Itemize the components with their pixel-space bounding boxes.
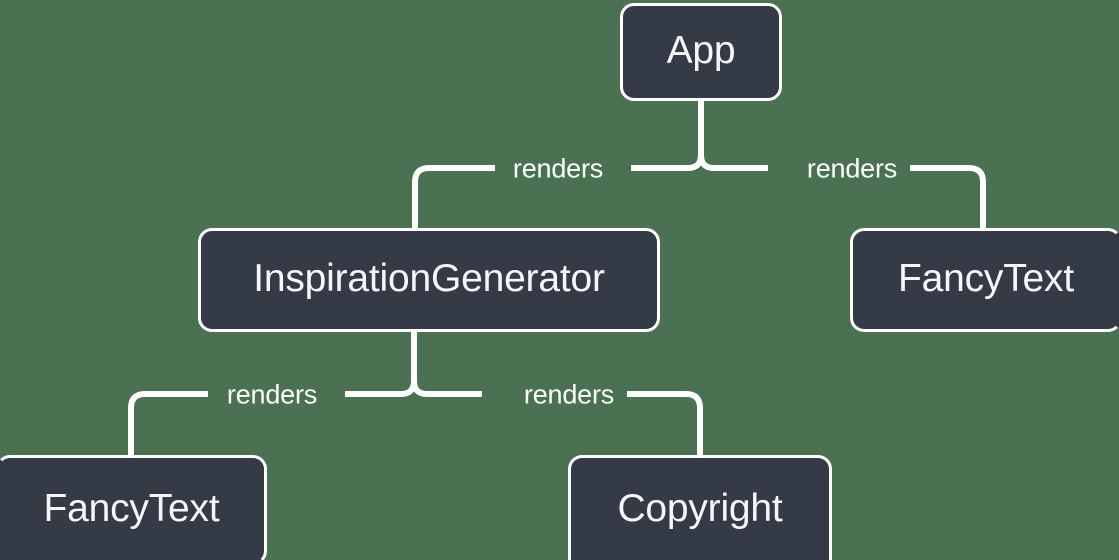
edge-label-inspirationgenerator-to-copyright: renders	[519, 381, 619, 409]
node-inspiration-generator-label: InspirationGenerator	[253, 257, 605, 300]
node-fancytext-left[interactable]: FancyText	[0, 455, 267, 560]
node-copyright-label: Copyright	[617, 487, 783, 530]
edge-inspirationgenerator-junction-right	[411, 380, 482, 397]
node-fancytext-right[interactable]: FancyText	[850, 228, 1119, 332]
edge-inspirationgenerator-to-fancytext-left	[128, 391, 208, 458]
edge-label-app-to-inspirationgenerator: renders	[508, 155, 608, 183]
node-app-label: App	[666, 29, 736, 72]
edge-label-app-to-fancytext-right: renders	[802, 155, 902, 183]
node-inspiration-generator[interactable]: InspirationGenerator	[198, 228, 660, 332]
edge-label-inspirationgenerator-to-fancytext-left: renders	[222, 381, 322, 409]
edge-app-junction-right	[698, 154, 768, 171]
edge-app-to-fancytext-right	[910, 165, 986, 231]
edge-inspirationgenerator-junction-left	[345, 380, 417, 397]
edge-app-to-inspirationgenerator	[412, 165, 495, 231]
edge-inspirationgenerator-to-copyright	[627, 391, 703, 458]
node-copyright[interactable]: Copyright	[568, 455, 832, 560]
node-fancytext-right-label: FancyText	[898, 257, 1074, 300]
node-app[interactable]: App	[620, 3, 782, 101]
node-fancytext-left-label: FancyText	[43, 487, 220, 530]
edge-app-junction-left	[631, 154, 704, 171]
